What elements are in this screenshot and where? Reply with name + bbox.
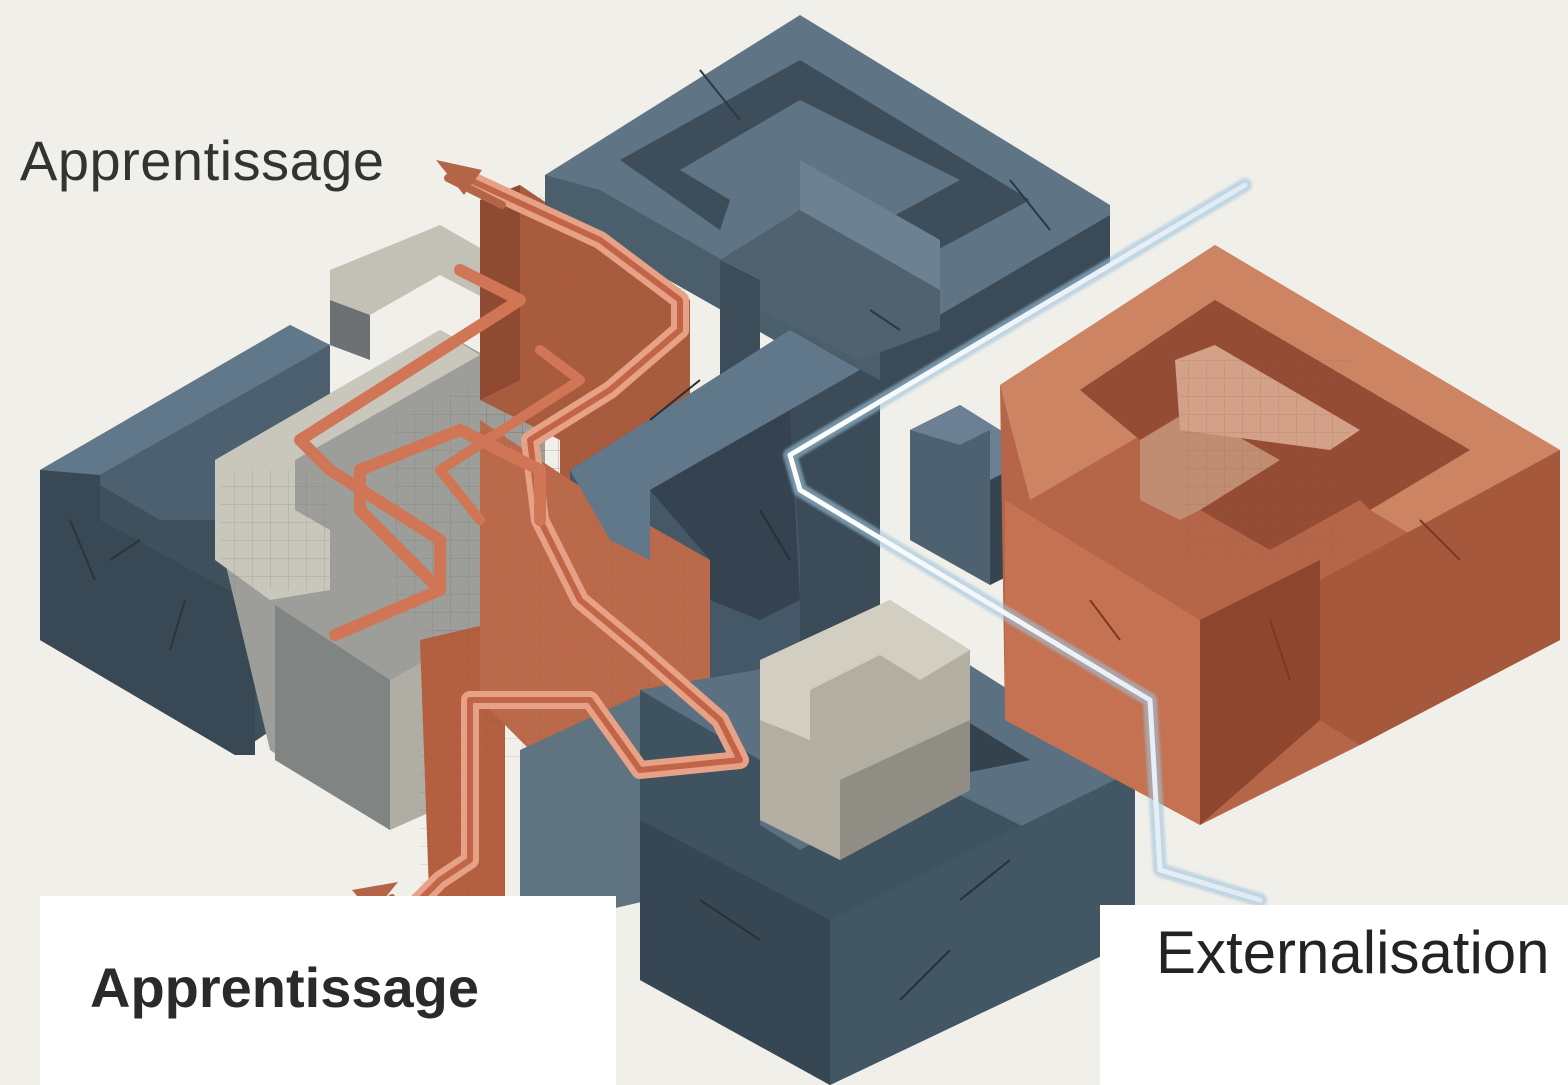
apprentissage-label-bottom: Apprentissage <box>90 955 479 1020</box>
apprentissage-label-top: Apprentissage <box>20 128 385 193</box>
externalisation-label: Externalisation <box>1156 918 1550 987</box>
right-brick-block <box>1000 245 1560 825</box>
